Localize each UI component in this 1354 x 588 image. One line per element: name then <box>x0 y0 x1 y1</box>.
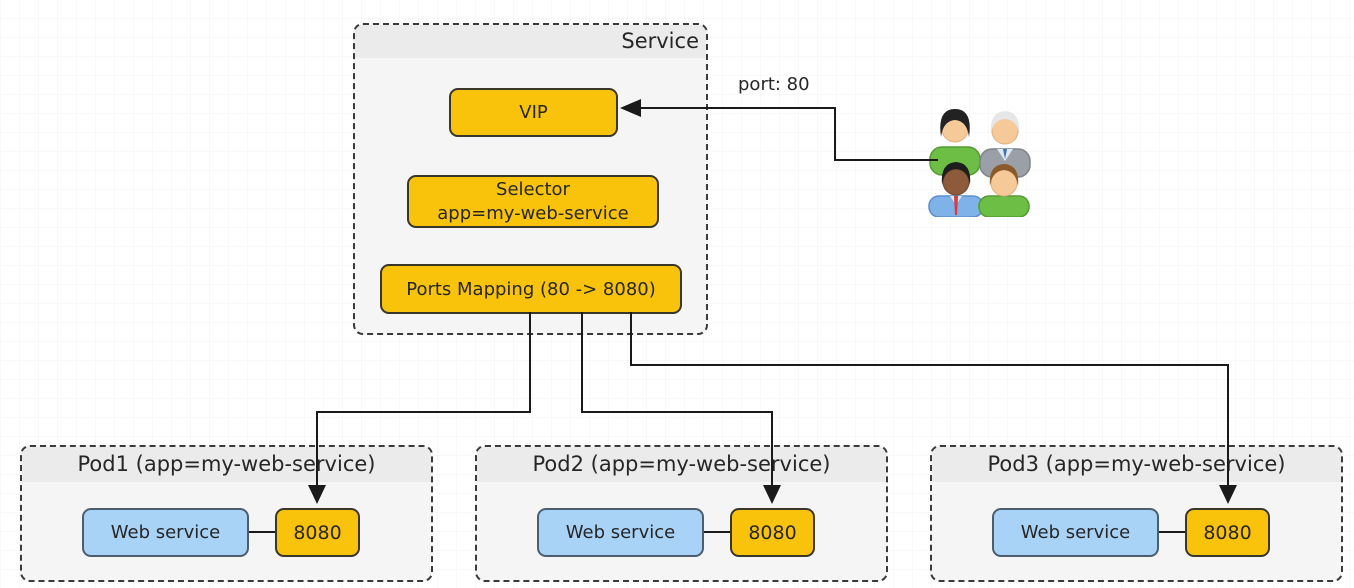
pod2-node-connector <box>704 531 730 533</box>
vip-node: VIP <box>449 88 618 137</box>
pod3-port-node: 8080 <box>1185 508 1270 557</box>
pod1-group-title: Pod1 (app=my-web-service) <box>22 447 431 482</box>
pod1-port-node: 8080 <box>275 508 360 557</box>
selector-node: Selector app=my-web-service <box>407 175 659 228</box>
pod3-group-title: Pod3 (app=my-web-service) <box>932 447 1341 482</box>
pod2-port-node: 8080 <box>730 508 815 557</box>
pod2-group: Pod2 (app=my-web-service) Web service 80… <box>475 445 888 582</box>
pod2-group-title: Pod2 (app=my-web-service) <box>477 447 886 482</box>
pod1-node-connector <box>249 531 275 533</box>
users-group-icon <box>928 109 1031 217</box>
ports-mapping-node: Ports Mapping (80 -> 8080) <box>380 264 682 314</box>
pod3-group: Pod3 (app=my-web-service) Web service 80… <box>930 445 1343 582</box>
pod1-group: Pod1 (app=my-web-service) Web service 80… <box>20 445 433 582</box>
user-woman-icon <box>929 109 981 176</box>
user-man-green-icon <box>978 164 1030 217</box>
service-group-title: Service <box>355 25 706 58</box>
pod1-web-service-node: Web service <box>82 508 249 557</box>
pod3-web-service-node: Web service <box>992 508 1159 557</box>
selector-label-line1: Selector <box>496 179 570 201</box>
service-group: Service VIP Selector app=my-web-service … <box>353 23 708 335</box>
port-80-label: port: 80 <box>738 74 810 95</box>
pod2-web-service-node: Web service <box>537 508 704 557</box>
pod3-node-connector <box>1159 531 1185 533</box>
selector-label-line2: app=my-web-service <box>437 202 629 224</box>
